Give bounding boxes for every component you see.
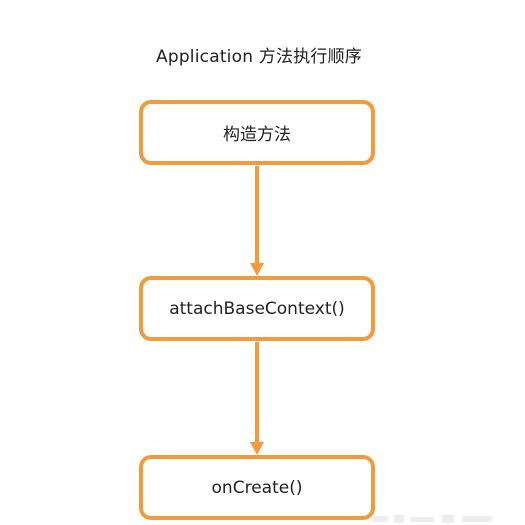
node-constructor-label: 构造方法 [223,125,291,145]
node-on-create: onCreate() [139,455,375,520]
arrow-1-head [250,263,264,276]
node-attach-base-context: attachBaseContext() [139,276,375,341]
diagram-title: Application 方法执行顺序 [156,47,362,67]
watermark-graphic [372,515,492,523]
arrow-2-head [250,442,264,455]
node-attach-base-context-label: attachBaseContext() [169,298,345,319]
node-on-create-label: onCreate() [211,477,303,498]
node-constructor: 构造方法 [139,100,375,165]
